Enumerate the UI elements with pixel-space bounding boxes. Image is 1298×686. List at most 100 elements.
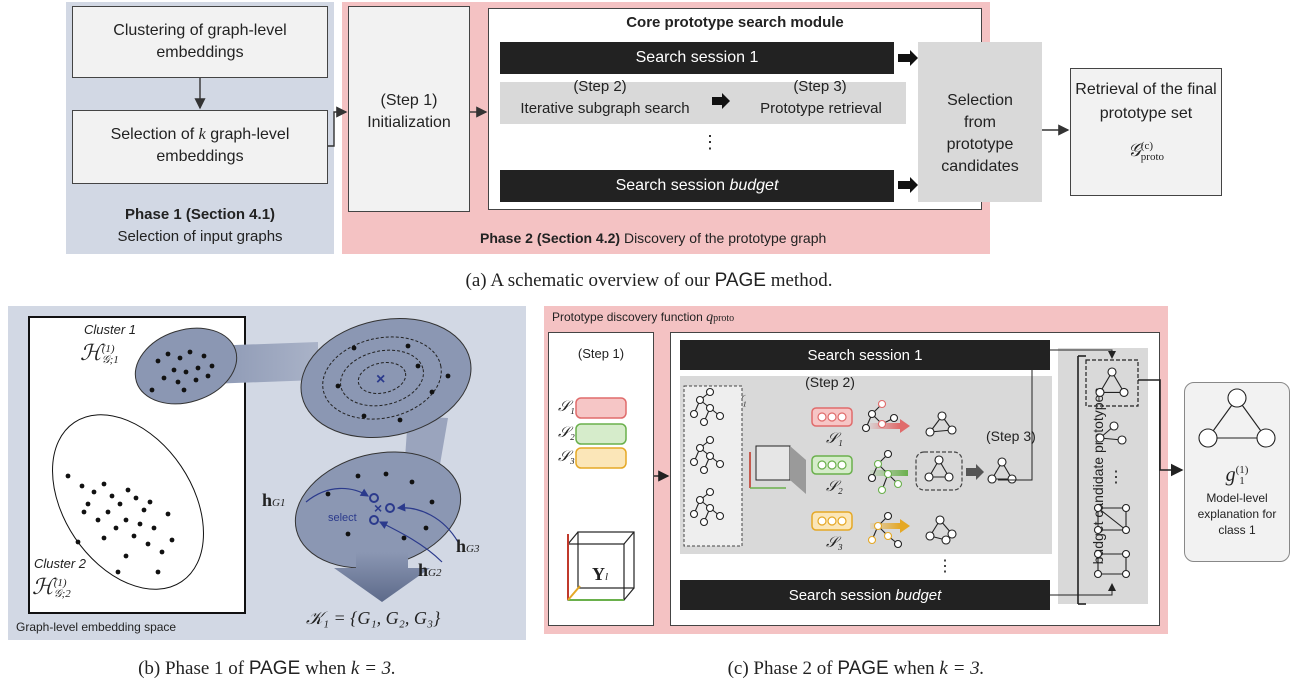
scatter-dot <box>123 553 129 559</box>
c-step2-label: (Step 2) <box>805 374 855 390</box>
caption-b-page: PAGE <box>248 658 301 679</box>
scatter-dot <box>95 517 101 523</box>
k1-graph-3 <box>689 487 725 527</box>
fade-red-head <box>900 419 910 433</box>
scatter-dot <box>405 343 411 349</box>
step3-arrow <box>966 464 984 480</box>
big-down-arrow <box>334 552 430 602</box>
k1-graph-2 <box>689 435 725 475</box>
retrieval-sup: (c) <box>1140 139 1154 152</box>
cube-axis-orange <box>567 585 581 601</box>
caption-c-page: PAGE <box>837 658 889 679</box>
cluster2-math: ℋ(1)𝒢;2 <box>32 574 71 600</box>
hG2-h: h <box>418 560 429 580</box>
session-budget-label: Search session budget <box>500 177 894 195</box>
cluster1-label: Cluster 1 <box>84 322 137 337</box>
scatter-dots <box>65 343 451 575</box>
candidate-3 <box>1093 503 1131 535</box>
caption-c-post: when <box>888 658 940 679</box>
scatter-dot <box>445 373 451 379</box>
fade-yellow-head <box>900 519 910 533</box>
session1-bar <box>500 42 894 74</box>
curve-hG3 <box>396 503 459 543</box>
scatter-dot <box>147 499 153 505</box>
selection-label: Selection of k graph-level embeddings <box>80 124 320 168</box>
caption-a-page: PAGE <box>714 270 766 291</box>
scatter-dot <box>151 525 157 531</box>
init-label: Initialization <box>367 114 451 131</box>
scatter-dot <box>187 349 193 355</box>
scatter-dot <box>113 525 119 531</box>
arrow-select-init <box>328 106 348 147</box>
scatter-dot <box>325 491 331 497</box>
step2-label: (Step 2) <box>573 78 627 95</box>
k1-graph-1 <box>689 387 725 427</box>
candidate-1 <box>1095 367 1129 397</box>
K1-set: 𝒦₁ = {G₁, G₂, G₃} <box>306 608 441 628</box>
c-explanation: Model-level explanation for class 1 <box>1197 491 1277 537</box>
caption-b-post: when <box>300 658 351 679</box>
c-g1-sub: 1 <box>1239 475 1245 488</box>
scatter-dot <box>351 345 357 351</box>
caption-b-math: k = 3. <box>350 658 396 679</box>
selection-from-label: Selection from prototype candidates <box>941 92 1019 175</box>
graph-glyphs <box>689 367 1276 579</box>
output-graph <box>1198 388 1276 448</box>
scatter-dot <box>159 549 165 555</box>
scatter-dot <box>165 351 171 357</box>
hG1-h: h <box>262 490 273 510</box>
scatter-dot <box>195 365 201 371</box>
chip-circles <box>817 412 847 526</box>
scatter-dot <box>171 367 177 373</box>
scatter-dot <box>175 379 181 385</box>
hG2-label: hG2 <box>418 560 441 581</box>
phase2-title-bold: Phase 2 (Section 4.2) <box>480 230 621 246</box>
selection-box <box>72 110 328 184</box>
func-q: q <box>706 310 714 325</box>
clustering-box <box>72 6 328 78</box>
thick-arrow-session1 <box>898 50 918 66</box>
scatter-dot <box>101 535 107 541</box>
c-step1-label: (Step 1) <box>577 346 625 361</box>
scatter-dot <box>165 511 171 517</box>
selection-pre: Selection of <box>110 126 199 143</box>
hG3-h: h <box>456 536 467 556</box>
highlight-box <box>915 451 963 491</box>
scatter-dot <box>149 387 155 393</box>
scatter-dot <box>133 495 139 501</box>
c-output-box <box>1184 382 1290 562</box>
scatter-dot <box>155 569 161 575</box>
hG3-sub: G3 <box>466 543 480 555</box>
func-label: Prototype discovery function qproto <box>552 310 734 326</box>
step3-label: (Step 3) <box>793 78 847 95</box>
c-step1-box <box>548 332 654 626</box>
session1-label: Search session 1 <box>635 49 759 66</box>
cube-shadow <box>790 446 806 494</box>
scatter-dot <box>79 483 85 489</box>
c-S3: 𝒮₃ <box>558 449 575 465</box>
scatter-dot <box>355 473 361 479</box>
caption-b: (b) Phase 1 of PAGE when k = 3. <box>8 658 526 680</box>
c-S2-mid: 𝒮₂ <box>826 479 843 495</box>
phase1-title: Phase 1 (Section 4.1) <box>124 206 276 223</box>
c-Yl-big-Y: Y <box>592 564 605 584</box>
caption-a-post: method. <box>765 270 833 291</box>
yellow-graph-2 <box>925 515 957 545</box>
scatter-dot <box>155 358 161 364</box>
scatter-dot <box>169 537 175 543</box>
func-text: Prototype discovery function <box>552 310 707 324</box>
scatter-dot <box>101 481 107 487</box>
cube-small <box>755 445 791 481</box>
retrieval-math: 𝒢(c)proto <box>1072 140 1220 163</box>
scatter-dot <box>141 507 147 513</box>
session-budget-pre: Search session <box>615 177 730 194</box>
H2-sub: 𝒢;2 <box>53 587 71 600</box>
retrieval-g: 𝒢 <box>1127 140 1141 160</box>
scatter-dot <box>123 517 129 523</box>
scatter-dot <box>335 383 341 389</box>
caption-b-pre: (b) Phase 1 of <box>138 658 249 679</box>
scatter-dot <box>177 355 183 361</box>
caption-c: (c) Phase 2 of PAGE when k = 3. <box>544 658 1168 680</box>
retrieval-label: Retrieval of the final prototype set <box>1075 81 1217 122</box>
hG1-label: hG1 <box>262 490 285 511</box>
